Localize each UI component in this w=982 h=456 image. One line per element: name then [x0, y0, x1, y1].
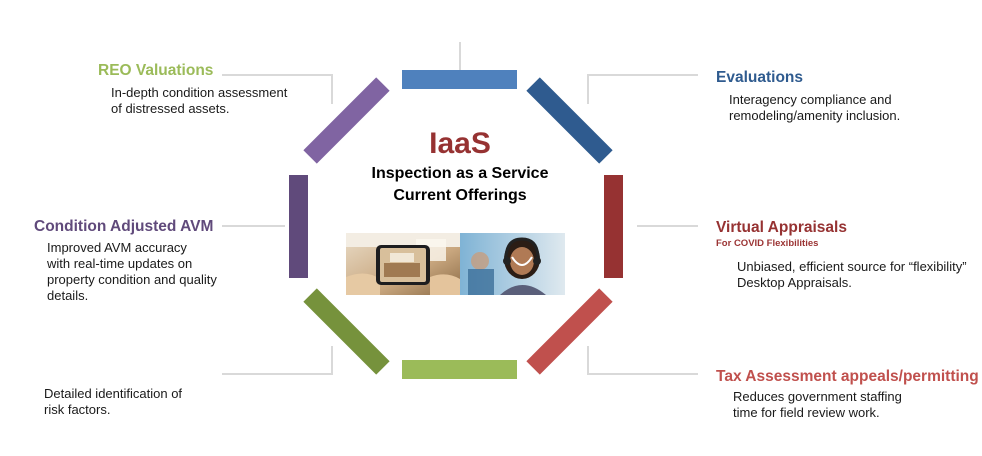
offering-eval-desc-line: remodeling/amenity inclusion. [729, 108, 901, 123]
octagon-bar-right [604, 175, 623, 278]
connector-tax [587, 346, 698, 375]
offering-cavm-desc-line: details. [47, 288, 89, 303]
offering-eval: Evaluations [716, 69, 803, 87]
offering-eval-desc: Interagency compliance and remodeling/am… [729, 92, 900, 124]
offering-tax-desc-line: Reduces government staffing [733, 389, 902, 404]
offering-cavm-desc-line: Improved AVM accuracy [47, 240, 187, 255]
offering-risk-desc: Detailed identification of risk factors. [44, 386, 182, 418]
octagon-bar-top [402, 70, 517, 89]
offering-tax: Tax Assessment appeals/permitting [716, 368, 979, 386]
offering-risk-desc-line: Detailed identification of [44, 386, 183, 401]
offering-reo-desc: In-depth condition assessment of distres… [111, 85, 287, 117]
offering-reo-desc-line: of distressed assets. [111, 101, 230, 116]
connector-risk [222, 346, 333, 375]
offering-virtual-title: Virtual Appraisals [716, 219, 847, 236]
offering-cavm-desc-line: with real-time updates on [47, 256, 193, 271]
offering-virtual: Virtual Appraisals For COVID Flexibiliti… [716, 219, 847, 249]
connector-reo [222, 74, 333, 104]
offering-virtual-desc: Unbiased, efficient source for “flexibil… [737, 259, 967, 291]
offering-risk-desc-line: risk factors. [44, 402, 111, 417]
center-subtitle-line1: Inspection as a Service [371, 165, 549, 182]
center-title: IaaS [429, 127, 491, 160]
offering-virtual-desc-line: Unbiased, efficient source for “flexibil… [737, 259, 967, 274]
offering-reo: REO Valuations [98, 62, 213, 80]
offering-tax-title: Tax Assessment appeals/permitting [716, 368, 979, 385]
offering-eval-desc-line: Interagency compliance and [729, 92, 892, 107]
connector-eval [587, 74, 698, 104]
offering-eval-title: Evaluations [716, 69, 803, 86]
octagon-bar-bottom [402, 360, 517, 379]
offering-reo-title: REO Valuations [98, 62, 214, 79]
headset-agent-photo [460, 233, 565, 295]
offering-reo-desc-line: In-depth condition assessment [111, 85, 288, 100]
center-subtitle-line2: Current Offerings [393, 187, 527, 204]
offering-virtual-subtitle: For COVID Flexibilities [716, 238, 819, 249]
octagon-bar-left [289, 175, 308, 278]
phone-camera-room-photo [346, 233, 460, 295]
offering-cavm-desc: Improved AVM accuracy with real-time upd… [47, 240, 217, 304]
offering-cavm-desc-line: property condition and quality [47, 272, 217, 287]
offering-virtual-desc-line: Desktop Appraisals. [737, 275, 852, 290]
offering-cavm: Condition Adjusted AVM [34, 218, 213, 236]
offering-tax-desc: Reduces government staffing time for fie… [733, 389, 902, 421]
offering-cavm-title: Condition Adjusted AVM [34, 218, 214, 235]
offering-tax-desc-line: time for field review work. [733, 405, 880, 420]
